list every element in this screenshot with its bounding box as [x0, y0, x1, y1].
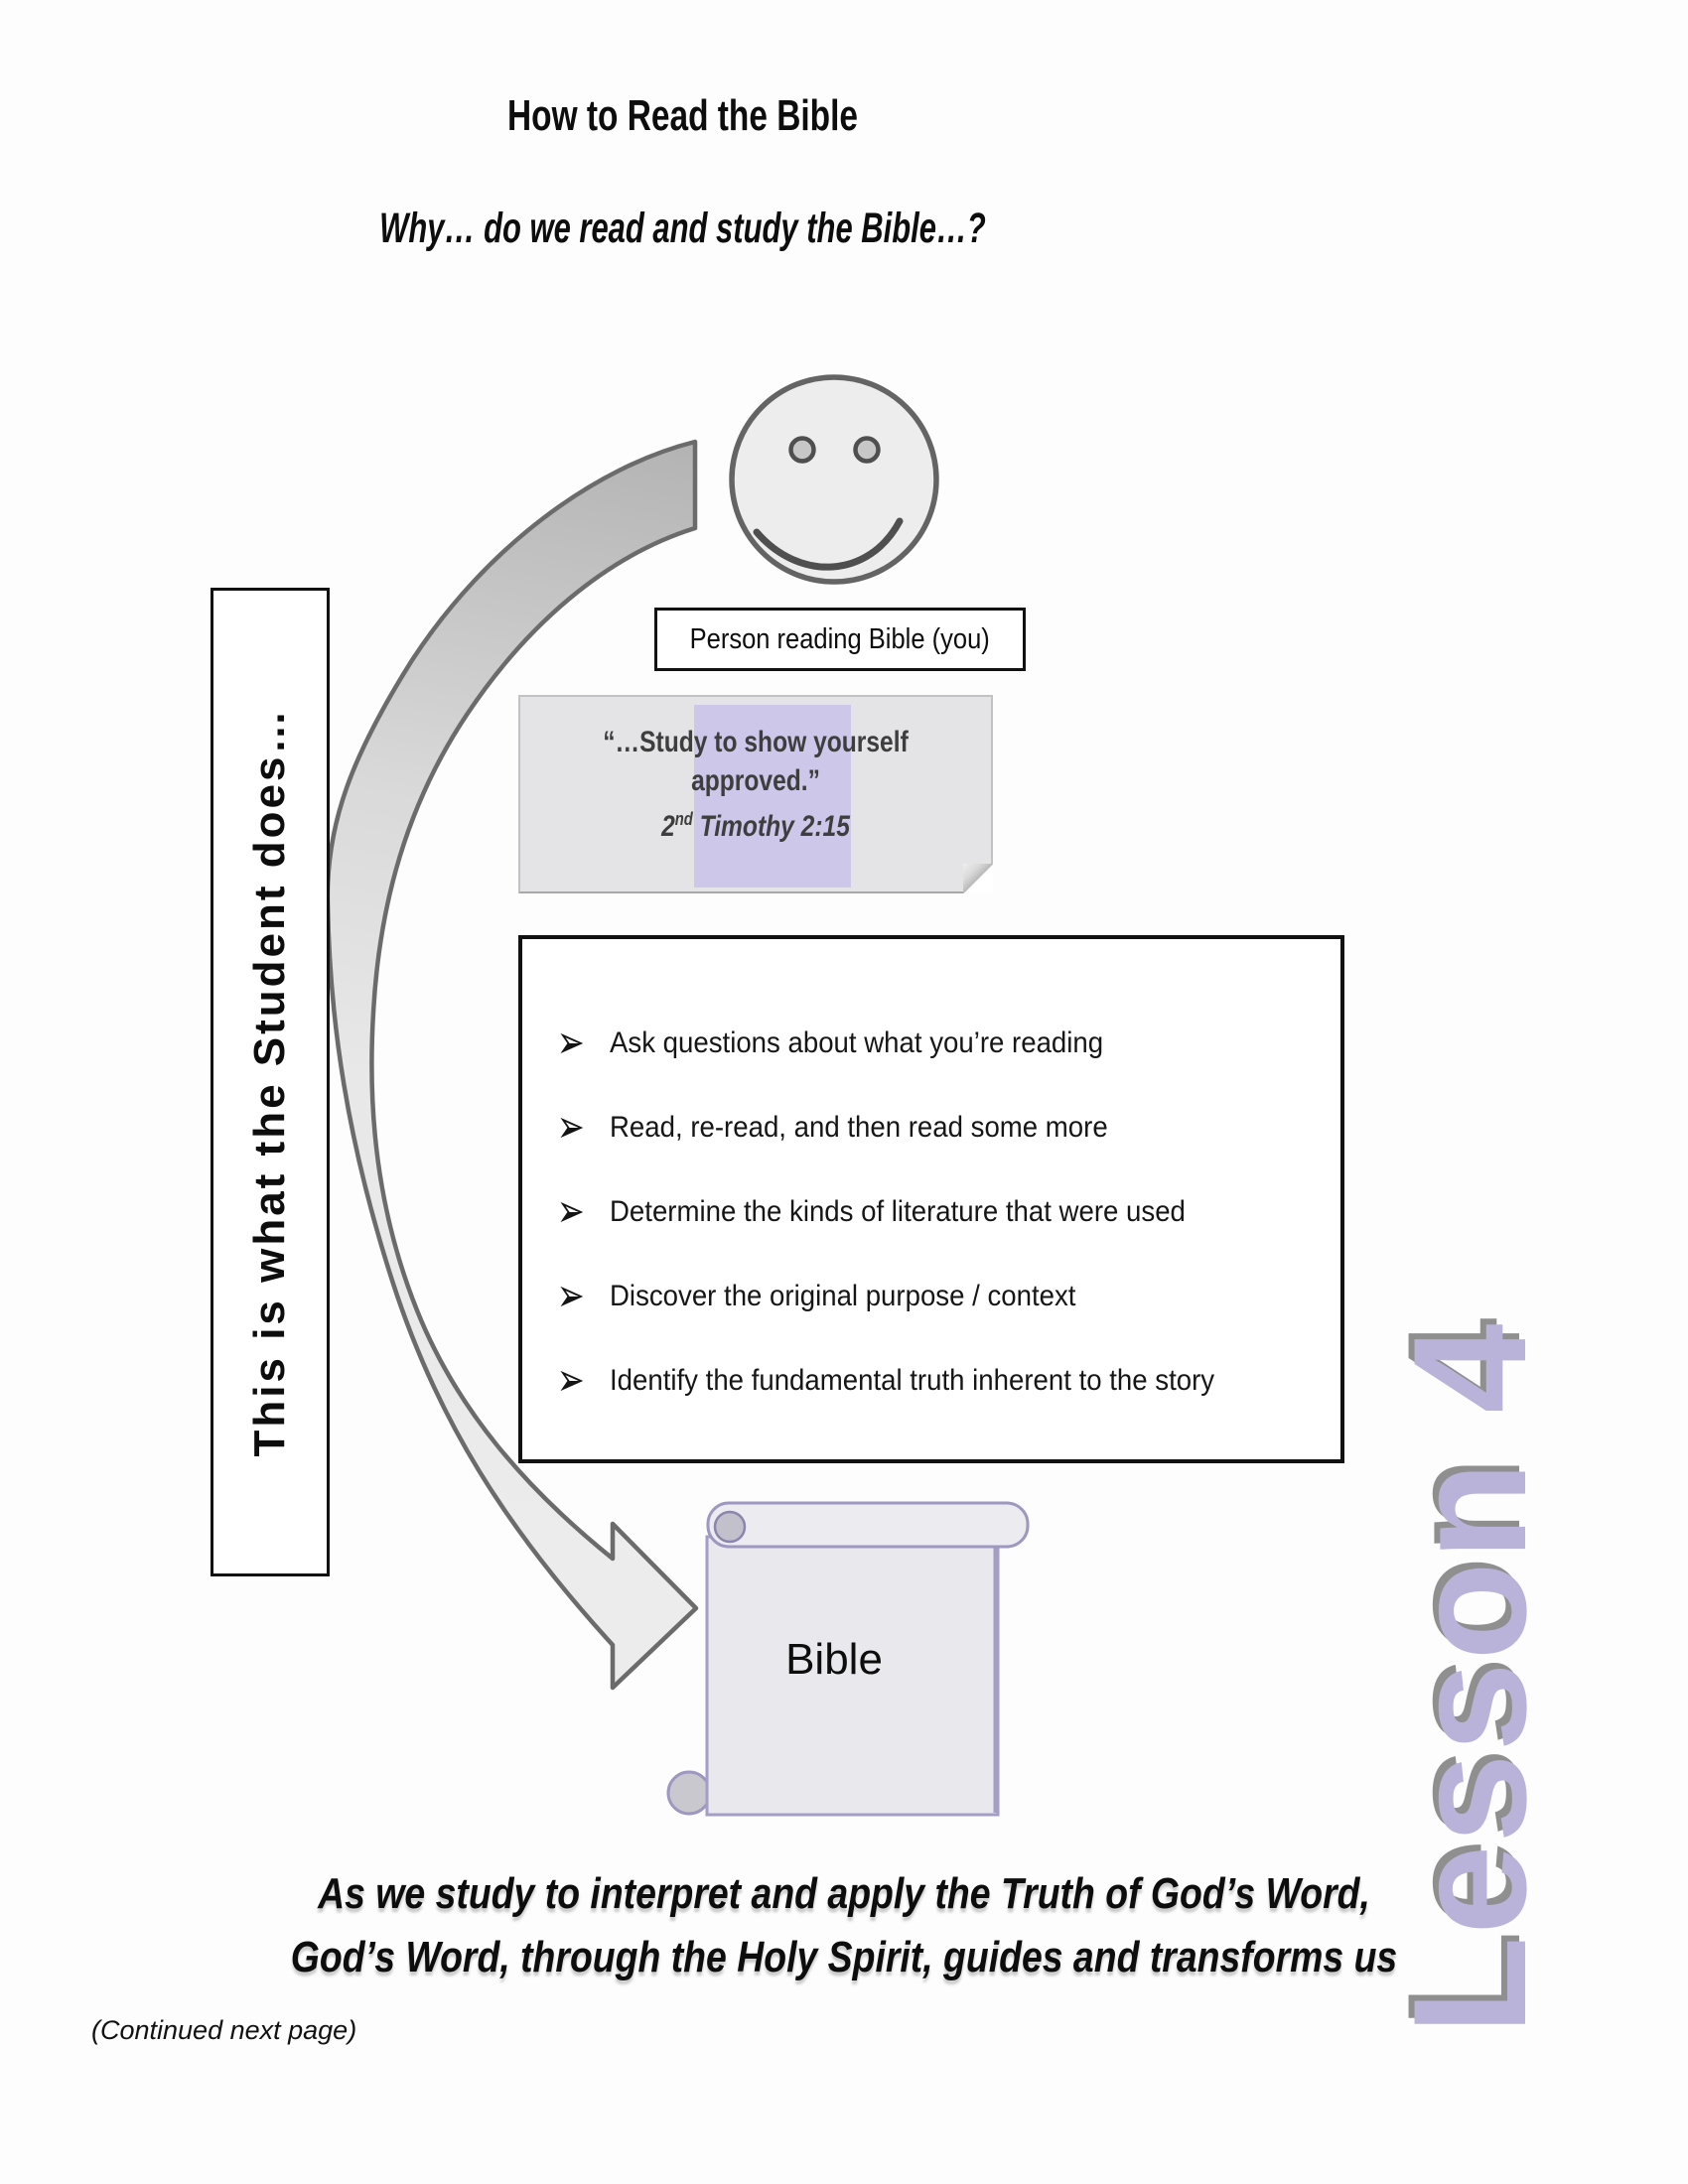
lesson-badge: Lesson 4	[1379, 1308, 1560, 2048]
list-item: Identify the fundamental truth inherent …	[522, 1338, 1340, 1423]
reference-rest: Timothy 2:15	[692, 810, 850, 843]
lavender-highlight	[694, 705, 851, 887]
scripture-quote-text: “…Study to show yourself approved.” 2nd …	[520, 697, 991, 891]
list-item-text: Read, re-read, and then read some more	[610, 1110, 1108, 1144]
closing-line-2: God’s Word, through the Holy Spirit, gui…	[290, 1933, 1398, 1981]
study-checklist: Ask questions about what you’re reading …	[518, 935, 1344, 1463]
list-item: Discover the original purpose / context	[522, 1254, 1340, 1338]
closing-statement: As we study to interpret and apply the T…	[228, 1862, 1461, 1989]
bible-scroll-label: Bible	[785, 1635, 883, 1684]
bible-scroll-shape	[666, 1501, 1030, 1817]
page-subtitle: Why… do we read and study the Bible…?	[379, 205, 986, 252]
lesson-badge-text: Lesson 4	[1379, 1321, 1560, 2035]
smiley-face-icon	[729, 374, 939, 585]
list-item-text: Discover the original purpose / context	[610, 1279, 1076, 1312]
list-item: Read, re-read, and then read some more	[522, 1085, 1340, 1169]
closing-line-1: As we study to interpret and apply the T…	[318, 1869, 1370, 1918]
quote-line-2: approved.”	[691, 764, 820, 797]
arrow-bullet-icon	[560, 1370, 584, 1391]
curved-arrow-icon	[325, 439, 699, 1691]
list-item-text: Determine the kinds of literature that w…	[610, 1194, 1186, 1228]
list-item: Ask questions about what you’re reading	[522, 1001, 1340, 1085]
reference-ordinal: nd	[674, 809, 693, 829]
page-title: How to Read the Bible	[506, 91, 858, 140]
person-label-box: Person reading Bible (you)	[654, 608, 1026, 671]
quote-reference: 2nd Timothy 2:15	[563, 800, 949, 846]
list-item: Determine the kinds of literature that w…	[522, 1169, 1340, 1254]
arrow-bullet-icon	[560, 1286, 584, 1306]
arrow-bullet-icon	[560, 1117, 584, 1138]
reference-number: 2	[661, 810, 675, 843]
folded-corner	[963, 864, 993, 893]
student-action-banner: This is what the Student does…	[211, 588, 330, 1576]
scripture-quote-card: “…Study to show yourself approved.” 2nd …	[518, 695, 993, 893]
continued-note: (Continued next page)	[91, 2015, 357, 2045]
list-item-text: Identify the fundamental truth inherent …	[610, 1363, 1215, 1397]
student-action-label: This is what the Student does…	[245, 707, 294, 1457]
list-item-text: Ask questions about what you’re reading	[610, 1025, 1104, 1059]
person-label-text: Person reading Bible (you)	[689, 622, 991, 655]
arrow-bullet-icon	[560, 1201, 584, 1222]
arrow-bullet-icon	[560, 1032, 584, 1053]
quote-line-1: “…Study to show yourself	[603, 726, 909, 758]
